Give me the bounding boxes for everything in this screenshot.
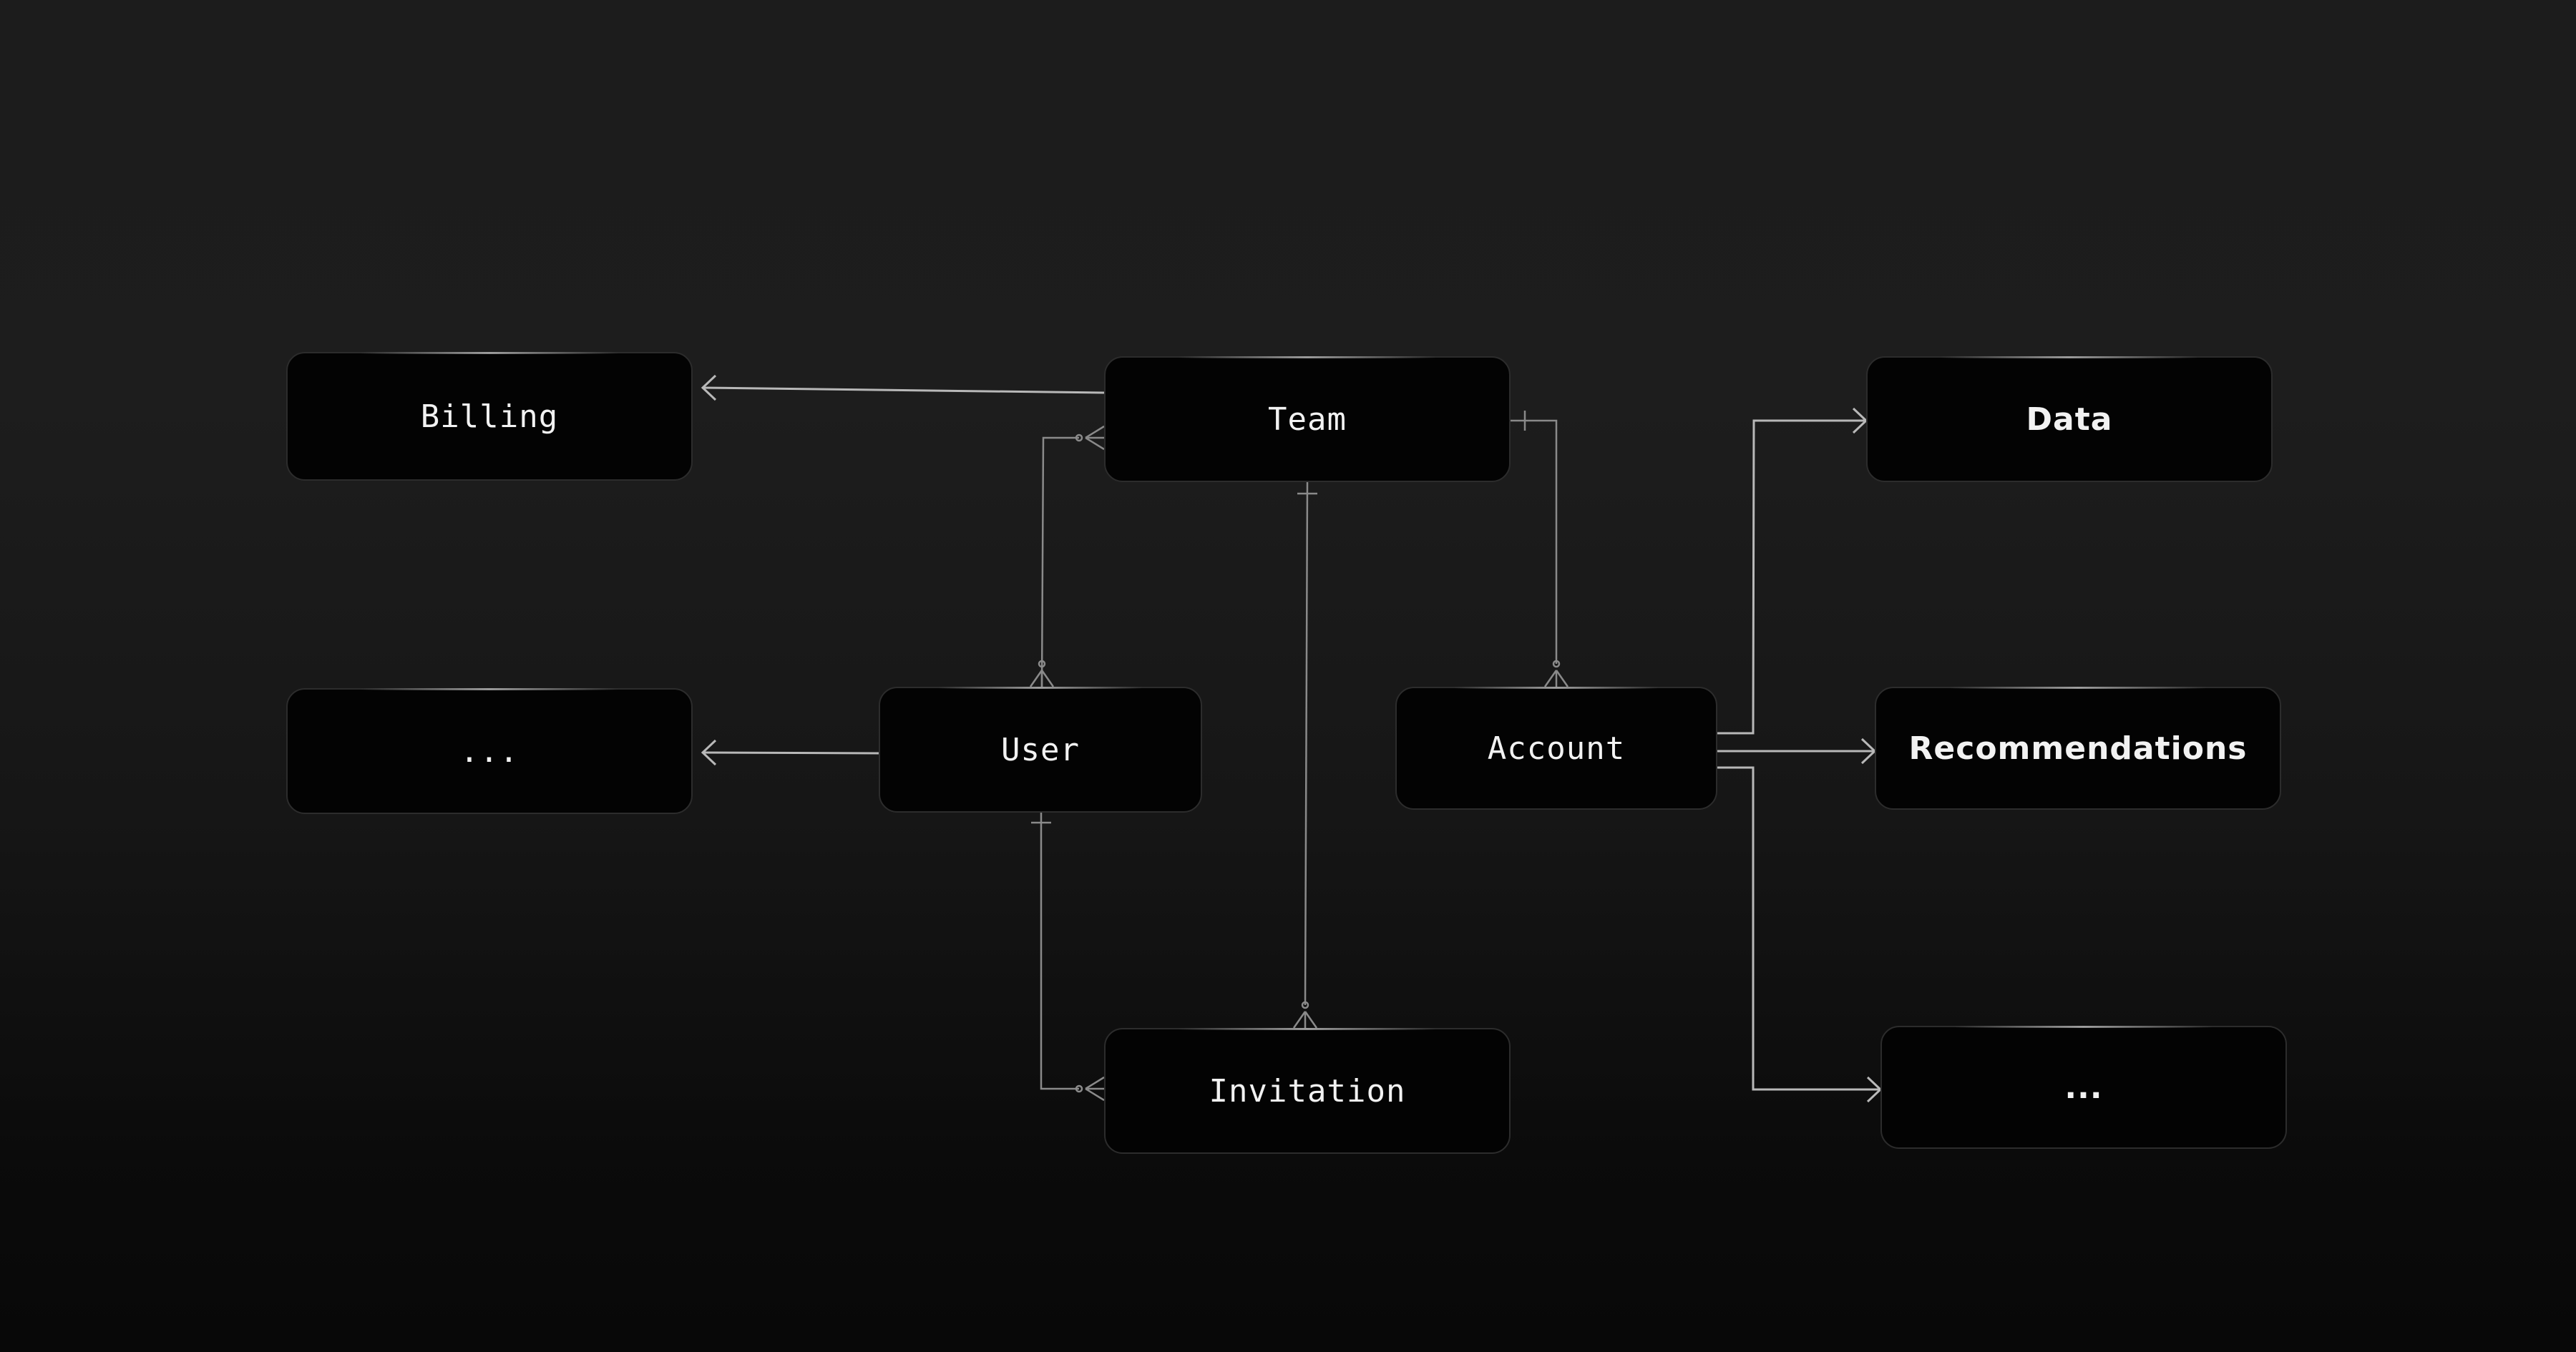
edge-team-billing xyxy=(701,374,1105,401)
edge-account-more-right xyxy=(1717,766,1883,1103)
node-invitation[interactable]: Invitation xyxy=(1104,1028,1511,1154)
node-account[interactable]: Account xyxy=(1395,687,1717,810)
node-recommendations[interactable]: Recommendations xyxy=(1875,687,2281,810)
edge-team-account xyxy=(1511,411,1569,687)
node-billing[interactable]: Billing xyxy=(286,352,693,481)
edge-team-invitation xyxy=(1292,481,1318,1029)
node-team[interactable]: Team xyxy=(1104,356,1511,482)
edge-user-team xyxy=(1029,425,1105,687)
edge-user-more-left xyxy=(701,739,879,766)
node-user[interactable]: User xyxy=(879,687,1202,813)
edge-account-data xyxy=(1717,407,1868,735)
edge-account-recommendations xyxy=(1717,738,1877,765)
node-data[interactable]: Data xyxy=(1866,356,2273,482)
edge-user-invitation xyxy=(1031,813,1105,1102)
node-more-left[interactable]: ... xyxy=(286,688,693,814)
node-more-right[interactable]: ... xyxy=(1880,1026,2287,1149)
